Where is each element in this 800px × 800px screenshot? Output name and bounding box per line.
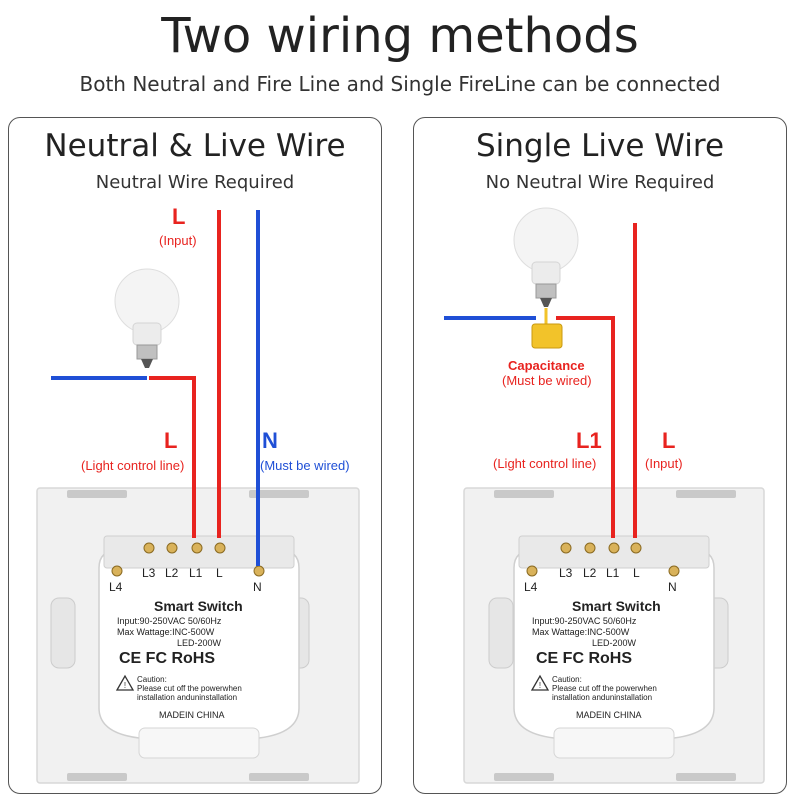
note-l-light: (Light control line) — [81, 458, 185, 473]
terminal-label-l: L — [633, 566, 640, 580]
plate-tab — [249, 773, 309, 781]
plate-tab — [67, 490, 127, 498]
light-bulb — [114, 268, 180, 368]
switch-spec-led: LED-200W — [177, 638, 222, 648]
light-bulb — [513, 207, 579, 307]
panel-neutral-live: Neutral & Live Wire Neutral Wire Require… — [8, 117, 382, 794]
terminal-label-n: N — [253, 580, 262, 594]
plate-tab — [67, 773, 127, 781]
plate-tab — [494, 773, 554, 781]
switch-spec-wattage: Max Wattage:INC-500W — [117, 627, 215, 637]
caution-line-1: Please cut off the powerwhen — [552, 684, 657, 693]
label-n: N — [262, 428, 278, 453]
certification-marks: CE FC RoHS — [536, 650, 632, 667]
capacitor — [531, 323, 563, 349]
mount-slot — [50, 597, 76, 669]
wiring-diagram-right: ! — [444, 207, 765, 784]
plate-tab — [676, 773, 736, 781]
switch-spec-input: Input:90-250VAC 50/60Hz — [532, 616, 637, 626]
warning-icon — [530, 674, 550, 691]
module-base — [138, 727, 260, 759]
label-l-input: L — [172, 204, 186, 229]
plate-tab — [676, 490, 736, 498]
terminal-label-l4: L4 — [109, 580, 123, 594]
switch-spec-led: LED-200W — [592, 638, 637, 648]
terminal-label-l1: L1 — [606, 566, 620, 580]
capacitance-note: (Must be wired) — [502, 373, 592, 388]
page-subtitle: Both Neutral and Fire Line and Single Fi… — [79, 72, 721, 96]
switch-name: Smart Switch — [154, 598, 243, 614]
label-l-light: L — [164, 428, 178, 453]
note-l: (Input) — [645, 456, 683, 471]
warning-icon — [115, 674, 135, 691]
terminal-label-l: L — [216, 566, 223, 580]
svg-text:!: ! — [124, 681, 126, 690]
terminal-screws — [526, 542, 680, 577]
terminal-label-l2: L2 — [165, 566, 179, 580]
switch-spec-wattage: Max Wattage:INC-500W — [532, 627, 630, 637]
terminal-label-l4: L4 — [524, 580, 538, 594]
light-control-wire — [556, 316, 615, 538]
caution-line-2: installation anduninstallation — [137, 693, 238, 702]
panel-title: Neutral & Live Wire — [44, 128, 346, 164]
mount-slot — [488, 597, 514, 669]
terminal-screws — [111, 542, 265, 577]
caution-line-1: Please cut off the powerwhen — [137, 684, 242, 693]
note-l-input: (Input) — [159, 233, 197, 248]
certification-marks: CE FC RoHS — [119, 650, 215, 667]
module-base — [553, 727, 675, 759]
note-l1: (Light control line) — [493, 456, 597, 471]
panel-single-live: Single Live Wire No Neutral Wire Require… — [413, 117, 787, 794]
panel-subtitle: Neutral Wire Required — [95, 172, 295, 193]
panel-subtitle: No Neutral Wire Required — [485, 172, 715, 193]
terminal-label-l3: L3 — [142, 566, 156, 580]
note-n: (Must be wired) — [260, 458, 350, 473]
plate-tab — [494, 490, 554, 498]
caution-title: Caution: — [137, 675, 167, 684]
caution-title: Caution: — [552, 675, 582, 684]
svg-text:!: ! — [539, 681, 541, 690]
label-l1: L1 — [576, 428, 602, 453]
terminal-label-l3: L3 — [559, 566, 573, 580]
terminal-label-l2: L2 — [583, 566, 597, 580]
capacitance-label: Capacitance — [508, 358, 585, 373]
switch-spec-input: Input:90-250VAC 50/60Hz — [117, 616, 222, 626]
caution-line-2: installation anduninstallation — [552, 693, 653, 702]
made-in-label: MADEIN CHINA — [159, 710, 225, 720]
light-control-wire — [149, 376, 196, 538]
terminal-label-n: N — [668, 580, 677, 594]
wiring-diagram-left: ! — [36, 210, 360, 784]
terminal-label-l1: L1 — [189, 566, 203, 580]
switch-name: Smart Switch — [572, 598, 661, 614]
panel-title: Single Live Wire — [475, 128, 725, 164]
plate-tab — [249, 490, 309, 498]
label-l: L — [662, 428, 676, 453]
made-in-label: MADEIN CHINA — [576, 710, 642, 720]
page-title: Two wiring methods — [161, 8, 639, 64]
